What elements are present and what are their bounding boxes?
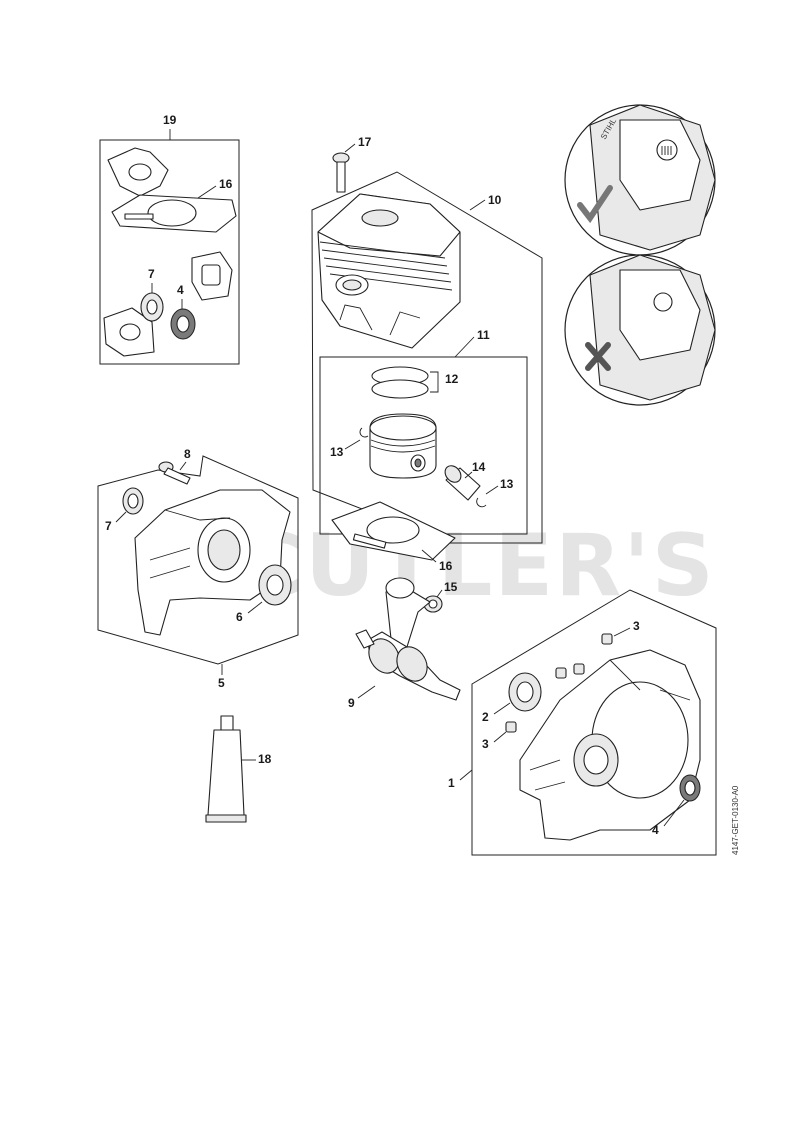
callout-4-right: 4 — [652, 823, 659, 837]
circlip-13-right — [476, 497, 487, 508]
callout-13-right: 13 — [500, 477, 514, 491]
ball-bearing-6 — [258, 564, 292, 606]
inset-correct: STIHL — [564, 104, 716, 256]
gasket-set-group: 19 16 7 4 — [99, 113, 240, 365]
piston-rings — [371, 366, 429, 399]
sleeve-3-top — [601, 633, 613, 645]
crankshaft — [355, 577, 461, 701]
sleeve-3-left — [505, 721, 517, 733]
callout-8: 8 — [184, 447, 191, 461]
screw-8 — [158, 461, 191, 485]
callout-19: 19 — [163, 113, 177, 127]
cylinder-gasket-loose — [331, 501, 456, 561]
crankcase-right-group: 3 3 2 4 — [471, 589, 717, 856]
check-mark-icon — [577, 185, 613, 224]
callout-7-left: 7 — [105, 519, 112, 533]
crankcase-left-group: 8 7 6 — [97, 447, 299, 665]
callout-16-bottom: 16 — [439, 559, 453, 573]
crankcase-half — [134, 489, 291, 636]
inset-incorrect — [564, 254, 716, 406]
callout-16-top: 16 — [219, 177, 233, 191]
callout-6: 6 — [236, 610, 243, 624]
callout-14: 14 — [472, 460, 486, 474]
callout-3-top: 3 — [633, 619, 640, 633]
callout-1: 1 — [448, 776, 455, 790]
callout-3-left: 3 — [482, 737, 489, 751]
piston — [369, 413, 437, 479]
callout-15: 15 — [444, 580, 458, 594]
callout-13-left: 13 — [330, 445, 344, 459]
callout-18: 18 — [258, 752, 272, 766]
callout-4-top: 4 — [177, 283, 184, 297]
cross-mark-icon — [585, 342, 611, 371]
callout-9: 9 — [348, 696, 355, 710]
ball-bearing-2 — [508, 672, 542, 712]
needle-cage — [423, 595, 443, 613]
grease-tube — [205, 715, 247, 823]
circlip-13-left — [359, 427, 369, 438]
watermark: CUTLER'S — [240, 516, 716, 616]
cylinder-assembly-group: 17 10 11 12 — [311, 135, 543, 544]
callout-17: 17 — [358, 135, 372, 149]
cylinder — [317, 193, 461, 349]
reference-code: 4147-GET-0130-A0 — [731, 785, 740, 855]
screw-17 — [332, 152, 350, 193]
callout-11: 11 — [477, 328, 490, 342]
piston-pin — [444, 465, 481, 501]
callout-7-top: 7 — [148, 267, 155, 281]
callout-12: 12 — [445, 372, 459, 386]
callout-5: 5 — [218, 676, 225, 690]
callout-2: 2 — [482, 710, 489, 724]
crankcase-half-right — [519, 649, 701, 841]
callout-10: 10 — [488, 193, 502, 207]
